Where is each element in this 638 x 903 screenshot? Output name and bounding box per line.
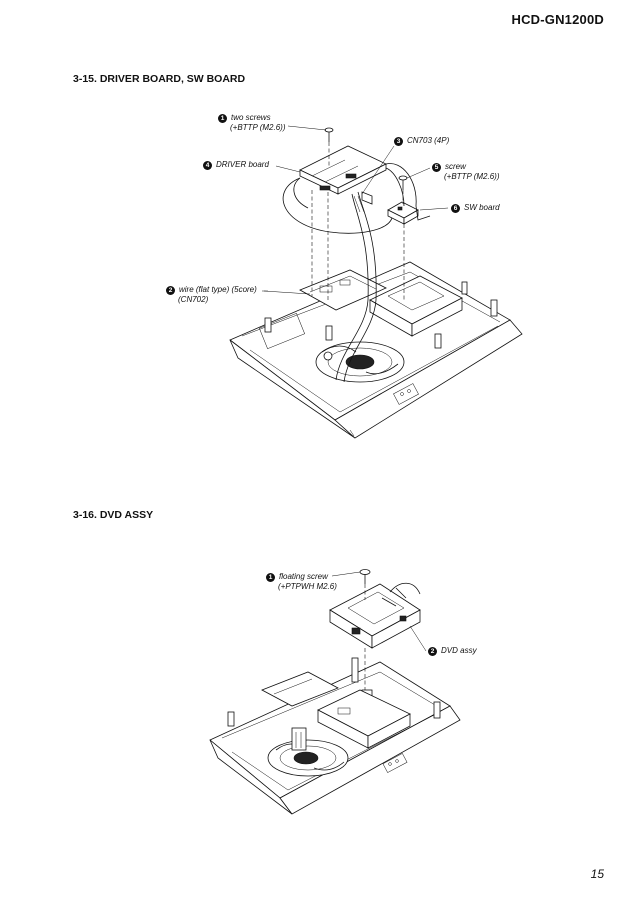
callout-number: 5 xyxy=(432,163,441,172)
mechanism-block-2 xyxy=(317,689,411,749)
callout-sub: (+BTTP (M2.6)) xyxy=(230,123,286,132)
callout-label: screw xyxy=(445,162,466,171)
dvd-assy xyxy=(329,582,421,649)
driver-board xyxy=(299,145,387,195)
callout-screw: 5 screw (+BTTP (M2.6)) xyxy=(432,162,499,182)
floating-screw xyxy=(359,569,371,584)
callout-number: 2 xyxy=(428,647,437,656)
callout-label: CN703 (4P) xyxy=(407,136,450,145)
callout-label: DRIVER board xyxy=(216,160,269,169)
callout-number: 6 xyxy=(451,204,460,213)
mechanism-block-1 xyxy=(299,269,463,337)
callout-sub: (CN702) xyxy=(178,295,209,304)
sw-board xyxy=(387,201,419,225)
callout-two-screws: 1 two screws (+BTTP (M2.6)) xyxy=(218,113,285,133)
disc-motor-area-2 xyxy=(267,727,349,777)
callout-sw-board: 6 SW board xyxy=(451,203,500,213)
callout-number: 2 xyxy=(166,286,175,295)
callout-label: SW board xyxy=(464,203,500,212)
callout-floating-screw: 1 floating screw (+PTPWH M2.6) xyxy=(266,572,337,592)
chassis-base-2 xyxy=(209,661,461,815)
callout-dvd-assy: 2 DVD assy xyxy=(428,646,477,656)
callout-sub: (+PTPWH M2.6) xyxy=(278,582,337,591)
callout-cn703: 3 CN703 (4P) xyxy=(394,136,449,146)
leader-lines-2 xyxy=(331,571,427,652)
posts-1 xyxy=(264,281,498,349)
model-number: HCD-GN1200D xyxy=(511,12,604,27)
callout-label: floating screw xyxy=(279,572,328,581)
callout-wire-flat-type: 2 wire (flat type) (5core) (CN702) xyxy=(166,285,257,305)
leader-lines-1 xyxy=(262,125,449,295)
plate-2 xyxy=(261,671,339,707)
page-number: 15 xyxy=(590,867,604,881)
section-title-driver-board: 3-15. DRIVER BOARD, SW BOARD xyxy=(73,73,246,85)
section-title-dvd-assy: 3-16. DVD ASSY xyxy=(73,509,154,521)
callout-number: 1 xyxy=(218,114,227,123)
callout-label: wire (flat type) (5core) xyxy=(179,285,257,294)
callout-label: DVD assy xyxy=(441,646,477,655)
callout-number: 4 xyxy=(203,161,212,170)
callout-sub: (+BTTP (M2.6)) xyxy=(444,172,500,181)
wires-1 xyxy=(282,163,431,383)
callout-number: 1 xyxy=(266,573,275,582)
callout-driver-board: 4 DRIVER board xyxy=(203,160,269,170)
callout-label: two screws xyxy=(231,113,271,122)
callout-number: 3 xyxy=(394,137,403,146)
